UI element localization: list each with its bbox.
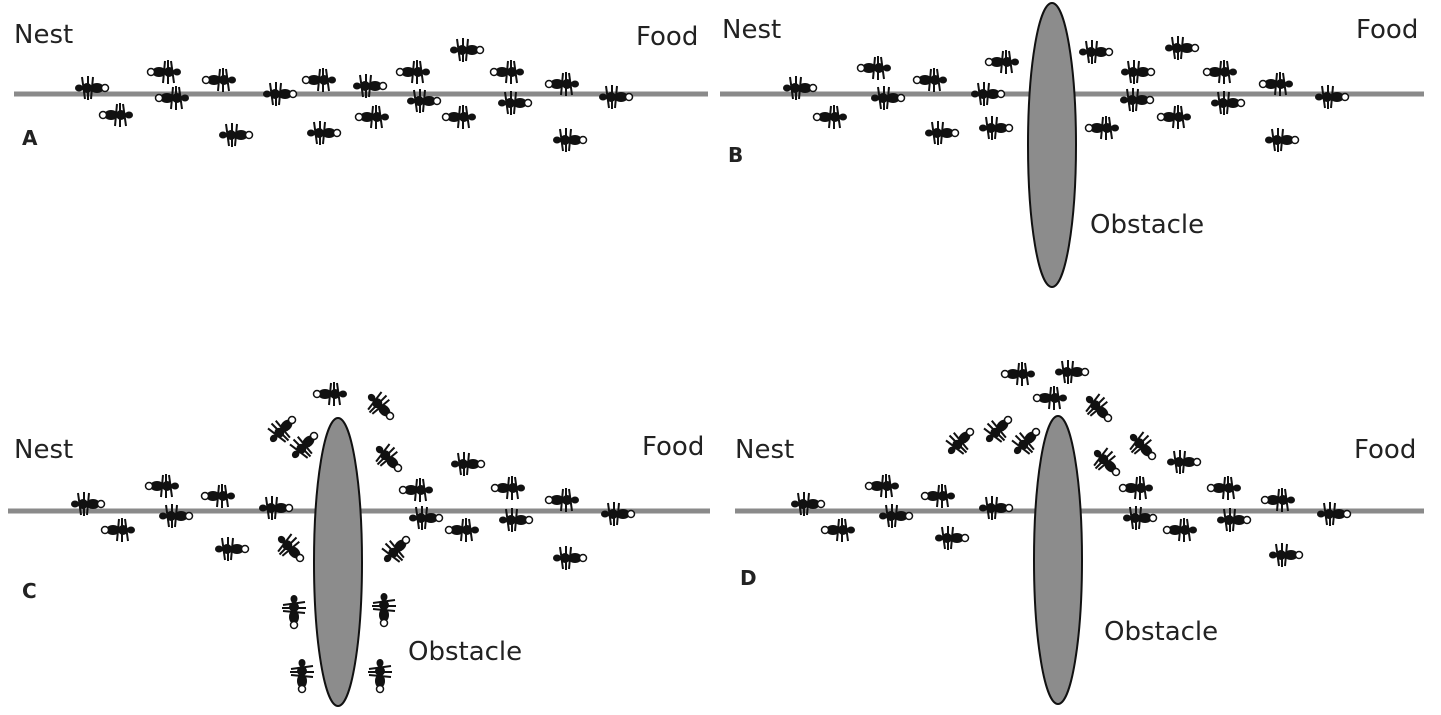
ant-icon	[214, 536, 250, 562]
ant-icon	[820, 517, 856, 543]
ant-icon	[1032, 385, 1068, 411]
ant-icon	[856, 55, 892, 81]
ant-icon	[912, 67, 948, 93]
nest-label: Nest	[14, 435, 73, 465]
ant-icon	[371, 592, 397, 628]
ant-icon	[289, 658, 315, 694]
ant-icon	[878, 503, 914, 529]
ant-icon	[870, 85, 906, 111]
ant-icon	[367, 437, 410, 480]
obstacle-label: Obstacle	[408, 637, 522, 667]
ant-icon	[158, 503, 194, 529]
ant-icon	[146, 59, 182, 85]
ant-icon	[450, 451, 486, 477]
ant-icon	[201, 67, 237, 93]
ant-icon	[939, 420, 982, 463]
ant-icon	[258, 495, 294, 521]
ant-icon	[1078, 39, 1114, 65]
panel-letter: B	[728, 143, 743, 167]
ant-icon	[1162, 517, 1198, 543]
ant-icon	[154, 85, 190, 111]
ant-icon	[1202, 59, 1238, 85]
nest-label: Nest	[14, 20, 73, 50]
obstacle-label: Obstacle	[1104, 617, 1218, 647]
ant-icon	[444, 517, 480, 543]
ant-icon	[367, 658, 393, 694]
ant-icon	[354, 104, 390, 130]
ant-icon	[218, 122, 254, 148]
ant-icon	[812, 104, 848, 130]
panel-d: Nest Food D Obstacle	[735, 359, 1424, 705]
ant-icon	[1156, 104, 1192, 130]
ellipse-obstacle	[1033, 415, 1083, 705]
ant-icon	[598, 84, 634, 110]
ant-icon	[398, 477, 434, 503]
ant-icon	[1077, 387, 1120, 430]
ant-icon	[200, 483, 236, 509]
ant-icon	[1268, 542, 1304, 568]
nest-label: Nest	[722, 15, 781, 45]
ant-icon	[1084, 115, 1120, 141]
ant-icon	[100, 517, 136, 543]
food-label: Food	[1354, 435, 1416, 465]
ellipse-obstacle	[313, 417, 363, 707]
ant-icon	[306, 120, 342, 146]
ant-icon	[984, 49, 1020, 75]
ant-icon	[924, 120, 960, 146]
ant-icon	[920, 483, 956, 509]
ant-icon	[395, 59, 431, 85]
food-label: Food	[642, 432, 704, 462]
panel-c: Nest Food C Obstacle	[8, 381, 710, 707]
panel-a: Nest Food A	[14, 20, 708, 153]
ant-icon	[1121, 425, 1164, 468]
panel-letter: A	[22, 126, 38, 150]
ant-icon	[977, 408, 1020, 451]
ant-icon	[1118, 475, 1154, 501]
ant-icon	[1316, 501, 1352, 527]
ant-icon	[1314, 84, 1350, 110]
ant-icon	[1085, 441, 1128, 484]
ant-icon	[281, 594, 307, 630]
ant-icon	[970, 81, 1006, 107]
obstacle-label: Obstacle	[1090, 210, 1204, 240]
ant-icon	[978, 495, 1014, 521]
food-label: Food	[636, 22, 698, 52]
ant-icon	[269, 527, 312, 570]
ant-icon	[544, 487, 580, 513]
nest-label: Nest	[735, 435, 794, 465]
ant-icon	[144, 473, 180, 499]
ant-icon	[98, 102, 134, 128]
ant-icon	[1054, 359, 1090, 385]
ant-icon	[978, 115, 1014, 141]
food-label: Food	[1356, 15, 1418, 45]
ant-icon	[1120, 59, 1156, 85]
ant-icon	[600, 501, 636, 527]
ant-icon	[449, 37, 485, 63]
ant-icon	[359, 385, 402, 428]
ant-icon	[1264, 127, 1300, 153]
ant-icon	[441, 104, 477, 130]
ant-icon	[312, 381, 348, 407]
ant-icon	[1166, 449, 1202, 475]
ant-icon	[283, 424, 326, 467]
ant-icon	[1164, 35, 1200, 61]
panel-letter: C	[22, 579, 37, 603]
ant-icon	[262, 81, 298, 107]
panel-b: Nest Food B Obstacle	[720, 2, 1424, 288]
ant-icon	[864, 473, 900, 499]
ant-icon	[375, 528, 418, 571]
ant-icon	[490, 475, 526, 501]
ant-icon	[301, 67, 337, 93]
ellipse-obstacle	[1027, 2, 1077, 288]
ant-icon	[552, 127, 588, 153]
ant-icon	[934, 525, 970, 551]
ant-icon	[1000, 361, 1036, 387]
ant-icon	[1206, 475, 1242, 501]
ant-icon	[489, 59, 525, 85]
ant-icon	[1260, 487, 1296, 513]
panel-letter: D	[740, 566, 757, 590]
ant-icon	[552, 545, 588, 571]
